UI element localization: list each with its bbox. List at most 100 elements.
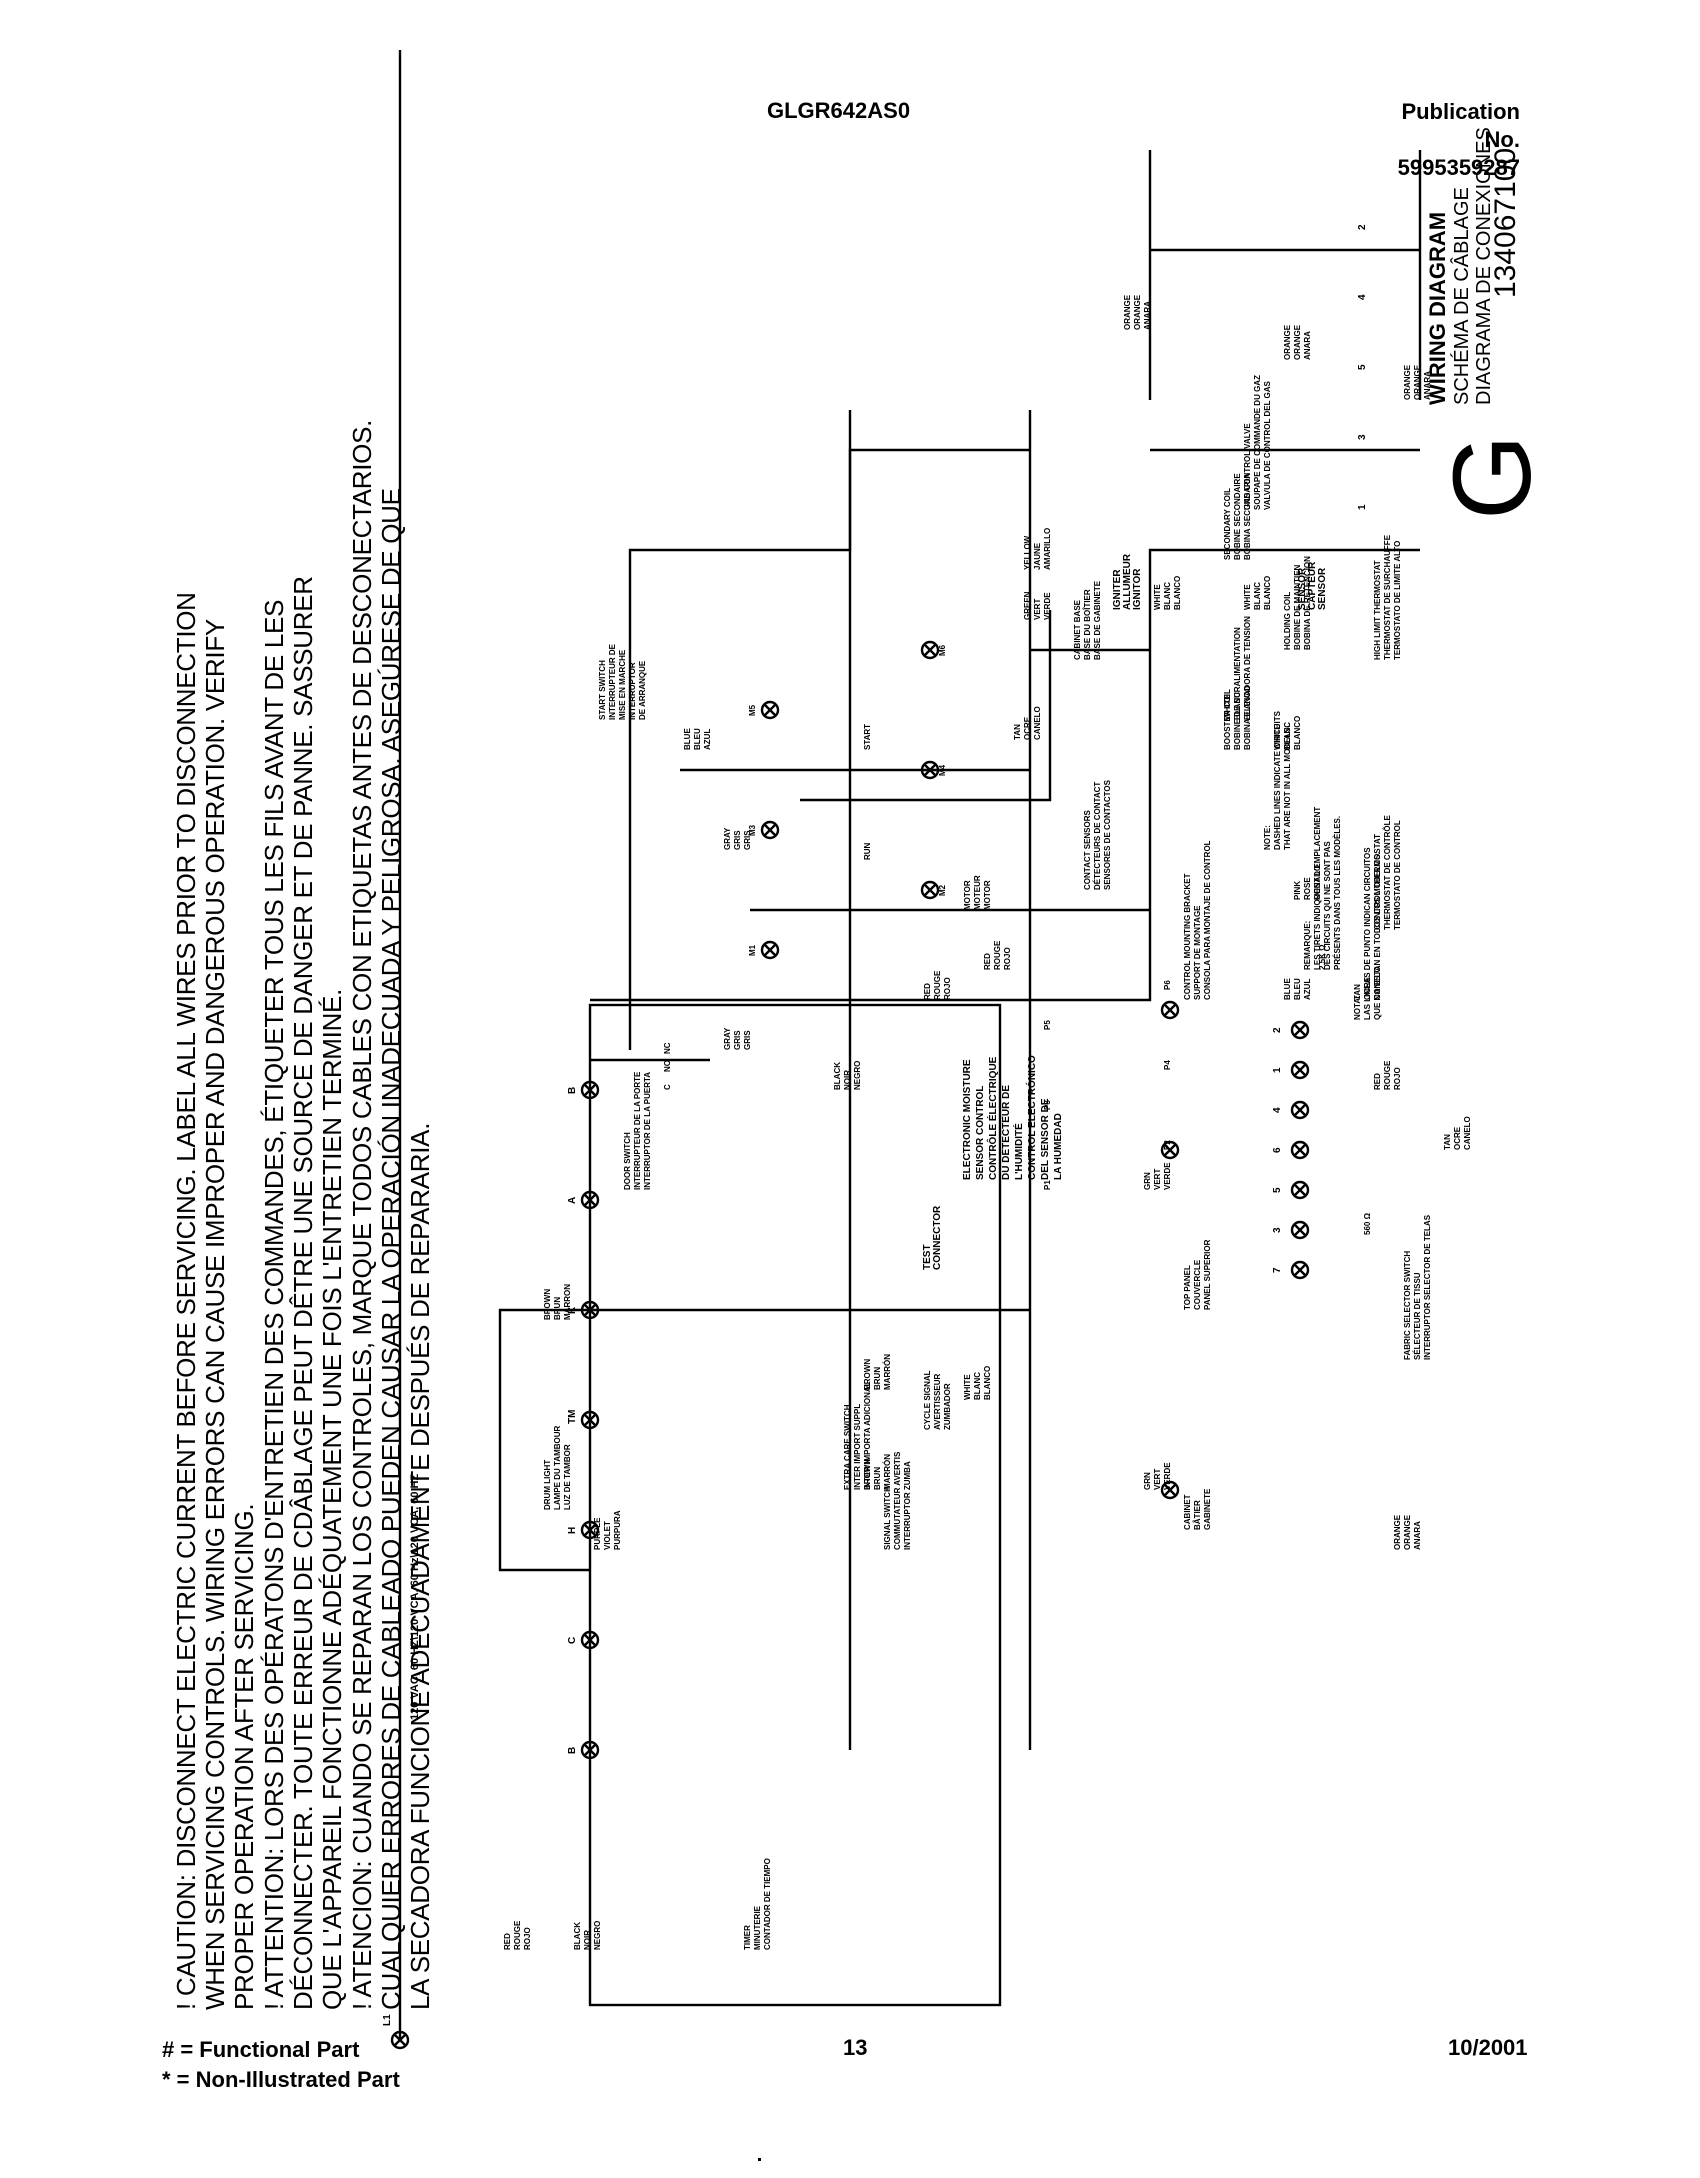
fabric-terminal-label: 6 xyxy=(1272,1147,1283,1153)
valve-terminal-label: 2 xyxy=(1357,224,1368,230)
ground-terminal xyxy=(1160,1140,1180,1160)
timer-terminal-label: H xyxy=(567,1527,578,1534)
warning-line: ! ATENCION: CUANDO SE REPARAN LOS CONTRO… xyxy=(347,420,377,2010)
igniter-label-line: IGNITOR xyxy=(1132,568,1143,610)
fabric-terminal xyxy=(1290,1260,1310,1280)
wire-label-orange3-line: ORANGE xyxy=(1393,1514,1402,1550)
cabinet-ground-label-line: CABINET xyxy=(1183,1494,1192,1530)
warning-line: WHEN SERVICING CONTROLS. WIRING ERRORS C… xyxy=(200,619,230,2010)
motor-terminal xyxy=(760,940,780,960)
wire-label-tan2-line: CANELO xyxy=(1373,966,1382,1000)
ground-wire-1-label-line: VERT xyxy=(1153,1469,1162,1490)
sensor-label-line: CAPTEUR xyxy=(1307,561,1318,610)
wire-label-green-line: VERDE xyxy=(1043,592,1052,620)
wire-label-purple-line: PURPURA xyxy=(613,1510,622,1550)
wire-label-orange2-line: ORANGE xyxy=(1403,364,1412,400)
timer xyxy=(588,1003,1002,2007)
moisture-control-label-line: CONTRÔLE ÉLECTRIQUE xyxy=(986,1056,999,1180)
motor-label-line: MOTOR xyxy=(963,880,972,910)
ground-terminal xyxy=(1160,1000,1180,1020)
timer-terminal xyxy=(580,1410,600,1430)
model-number: GLGR642AS0 xyxy=(767,98,911,123)
supply-line: L1 120 VAC, 60 HZ\120 VCA, 60 Hz\120 VCA… xyxy=(382,50,421,2050)
moisture-control-label-line: ELECTRONIC MOISTURE xyxy=(962,1059,973,1180)
control-thermostat-label-line: THERMOSTAT DE CONTRÔLE xyxy=(1383,815,1392,930)
fabric-terminal xyxy=(1290,1140,1310,1160)
drum-light-label-line: LUZ DE TAMBOR xyxy=(563,1444,572,1510)
wire-label-white3-line: WHITE xyxy=(1243,584,1252,610)
test-connector-label-line: TEST xyxy=(922,1244,933,1270)
wire-label-purple-line: VIOLET xyxy=(603,1521,612,1550)
note-english-line: NOTE: xyxy=(1263,825,1272,850)
door-switch-label-line: DOOR SWITCH xyxy=(623,1132,632,1190)
wire-label-white3-line: BLANCO xyxy=(1263,576,1272,610)
moisture-control-label-line: L'HUMIDITÉ xyxy=(1012,1123,1025,1180)
revision-letter: G xyxy=(1431,434,1550,520)
wire-label-red4-line: RED xyxy=(1373,1073,1382,1090)
fabric-terminal-label: 3 xyxy=(1272,1227,1283,1233)
note-french: REMARQUE:LES TIRETS INDIQUENT L'EMPLACEM… xyxy=(1303,807,1342,970)
title-line-2: SCHÉMA DE CÂBLAGE xyxy=(1450,187,1473,405)
wire-label-orange3-line: ORANGE xyxy=(1403,1514,1412,1550)
extra-care-switch-label-line: INTER IMPORT SUPPL xyxy=(853,1404,862,1490)
publication-number: 5995359287 xyxy=(1397,155,1520,180)
wire-label-black-line: BLACK xyxy=(573,1922,582,1950)
moisture-control-label-line: LA HUMEDAD xyxy=(1053,1113,1064,1180)
wire-label-yellow-line: YELLOW xyxy=(1023,535,1032,570)
wire-label-orange2-line: ORANGE xyxy=(1413,364,1422,400)
door-switch-label-line: INTERRUPTOR DE LA PUERTA xyxy=(643,1072,652,1190)
ground-terminal xyxy=(1160,1480,1180,1500)
motor-terminal xyxy=(920,760,940,780)
wire-label-white2-line: BLANC xyxy=(1163,582,1172,610)
motor-terminal-label: M4 xyxy=(938,764,947,776)
wire-label-red3-line: RED xyxy=(983,953,992,970)
wire-label-orange-line: ORANGE xyxy=(1293,324,1302,360)
warning-line: QUE L'APPAREIL FONCTIONNE ADÉQUATEMENT U… xyxy=(317,989,347,2010)
wire-label-orange4-line: ORANGE xyxy=(1123,294,1132,330)
contact-sensors-label-line: CONTACT SENSORS xyxy=(1083,809,1092,890)
wire-label-white2-line: BLANCO xyxy=(1173,576,1182,610)
l1-label: L1 xyxy=(382,2014,393,2026)
wire-label-yellow-line: JAUNE xyxy=(1033,542,1042,570)
start-switch-label-line: START SWITCH xyxy=(598,660,607,720)
wire-label-white4-line: BLANC xyxy=(1283,722,1292,750)
moisture-control-label-line: DU DÉTECTEUR DE xyxy=(999,1085,1012,1180)
fabric-selector-label-line: SÉLECTEUR DE TISSU xyxy=(1413,1272,1422,1360)
wire-label-gray-line: GRIS xyxy=(743,1030,752,1050)
timer-terminal-label: A xyxy=(567,1197,578,1204)
motor-terminal xyxy=(760,700,780,720)
door-terminal-label: C xyxy=(663,1084,672,1090)
ground-wire-2-label-line: GRN xyxy=(1143,1172,1152,1190)
signal-switch-label-line: COMMUTATEUR AVERTIS xyxy=(893,1451,902,1550)
wire-label-white-line: BLANC xyxy=(973,1372,982,1400)
thermostat-value: 2.5K Ω xyxy=(1318,944,1327,970)
drum-light-label-line: DRUM LIGHT xyxy=(543,1460,552,1510)
wire-label-tan-line: CANELO xyxy=(1463,1116,1472,1150)
wire-label-tan2-line: OCRE xyxy=(1363,976,1372,1000)
cabinet-ground-label-line: GABINETE xyxy=(1203,1488,1212,1530)
cabinet-base-label-line: BASE DE GABINETE xyxy=(1093,580,1102,660)
fabric-terminal xyxy=(1290,1220,1310,1240)
note-spanish-line: QUE NO ESTAN EN TODOS LOS MODELOS. xyxy=(1373,852,1382,1020)
